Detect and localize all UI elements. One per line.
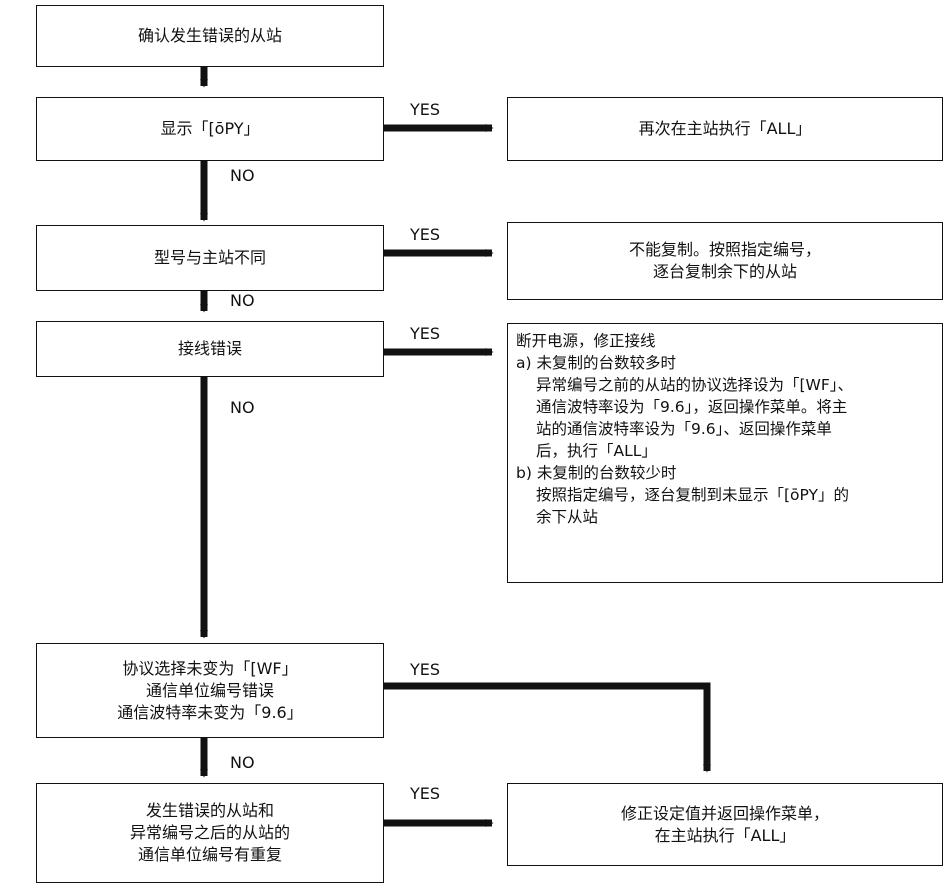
step-box-duplicate-unit-number: 发生错误的从站和 异常编号之后的从站的 通信单位编号有重复 bbox=[36, 783, 384, 883]
result-text: 按照指定编号，逐台复制到未显示「[ōPY」的 bbox=[536, 486, 850, 504]
step-text: 发生错误的从站和 bbox=[145, 801, 274, 820]
result-text: 异常编号之前的从站的协议选择设为「[WF」、 bbox=[536, 376, 854, 394]
result-text: 在主站执行「ALL」 bbox=[654, 825, 796, 845]
no-label: NO bbox=[230, 166, 255, 185]
result-text: 站的通信波特率设为「9.6」、返回操作菜单 bbox=[536, 420, 832, 438]
yes-label: YES bbox=[410, 784, 441, 803]
result-text: 修正设定值并返回操作菜单， bbox=[620, 803, 829, 823]
step-text: 通信单位编号有重复 bbox=[137, 845, 282, 864]
no-label: NO bbox=[230, 398, 255, 417]
result-box-fix-wiring: 断开电源，修正接线 a) 未复制的台数较多时 异常编号之前的从站的协议选择设为「… bbox=[507, 323, 943, 583]
result-box-rerun-all: 再次在主站执行「ALL」 bbox=[507, 97, 943, 161]
no-label: NO bbox=[230, 291, 255, 310]
step-text: 通信单位编号错误 bbox=[145, 680, 274, 700]
yes-label: YES bbox=[410, 225, 441, 244]
yes-label: YES bbox=[410, 100, 441, 119]
result-text: 逐台复制余下的从站 bbox=[652, 262, 797, 281]
step-text: 通信波特率未变为「9.6」 bbox=[117, 702, 303, 722]
yes-label: YES bbox=[410, 324, 441, 343]
result-text: 后，执行「ALL」 bbox=[536, 442, 657, 460]
arrow-yes-4 bbox=[383, 682, 711, 773]
step-text: 异常编号之后的从站的 bbox=[129, 823, 290, 842]
step-box-wiring-error: 接线错误 bbox=[36, 321, 384, 377]
step-box-confirm-slave: 确认发生错误的从站 bbox=[36, 5, 384, 67]
result-box-fix-settings: 修正设定值并返回操作菜单， 在主站执行「ALL」 bbox=[507, 783, 943, 866]
step-text: 接线错误 bbox=[177, 339, 242, 358]
yes-label: YES bbox=[410, 660, 441, 679]
result-text: 断开电源，修正接线 bbox=[516, 332, 656, 350]
result-text: 余下从站 bbox=[536, 508, 599, 526]
step-text: 显示「[ōPY」 bbox=[160, 119, 260, 138]
no-label: NO bbox=[230, 753, 255, 772]
step-box-protocol-error: 协议选择未变为「[WF」 通信单位编号错误 通信波特率未变为「9.6」 bbox=[36, 643, 384, 738]
result-text: b) 未复制的台数较少时 bbox=[516, 464, 677, 482]
step-text: 确认发生错误的从站 bbox=[137, 26, 282, 45]
step-box-model-differs: 型号与主站不同 bbox=[36, 225, 384, 291]
result-text: a) 未复制的台数较多时 bbox=[516, 354, 676, 372]
step-box-display-copy: 显示「[ōPY」 bbox=[36, 97, 384, 161]
result-text: 通信波特率设为「9.6」，返回操作菜单。将主 bbox=[536, 398, 848, 416]
result-text: 再次在主站执行「ALL」 bbox=[638, 119, 812, 138]
step-text: 型号与主站不同 bbox=[153, 248, 266, 267]
result-box-cannot-copy: 不能复制。按照指定编号， 逐台复制余下的从站 bbox=[507, 222, 943, 300]
step-text: 协议选择未变为「[WF」 bbox=[122, 658, 298, 678]
result-text: 不能复制。按照指定编号， bbox=[628, 240, 821, 259]
